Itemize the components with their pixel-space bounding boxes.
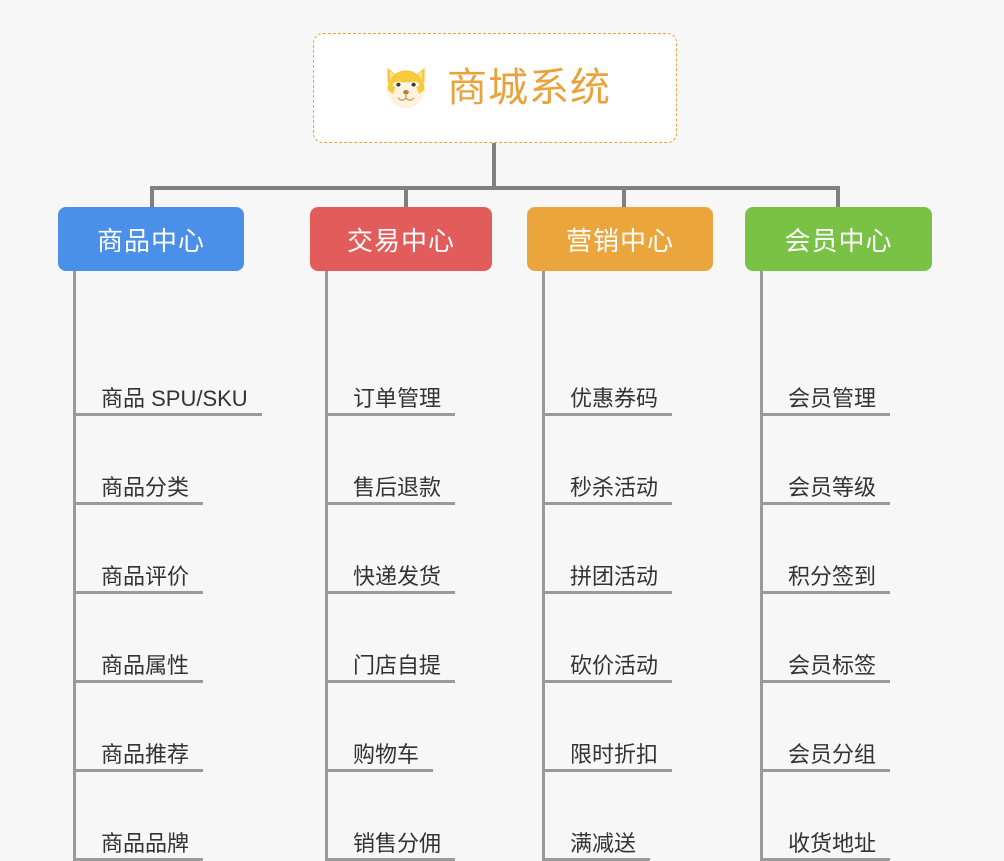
leaf-underline — [73, 413, 262, 416]
category-column-4: 会员中心会员管理会员等级积分签到会员标签会员分组收货地址 — [745, 207, 932, 861]
category-title: 交易中心 — [346, 225, 455, 256]
column-spine-4 — [760, 271, 763, 861]
leaf-label: 会员等级 — [788, 475, 877, 500]
bus-drop-3 — [622, 186, 626, 210]
category-box-3[interactable]: 营销中心 — [527, 207, 713, 271]
leaf-underline — [73, 502, 203, 505]
root-node[interactable]: 商城系统 — [313, 33, 677, 143]
category-title: 营销中心 — [565, 225, 674, 256]
leaf-underline — [542, 591, 672, 594]
leaf-label: 售后退款 — [353, 475, 442, 500]
category-column-1: 商品中心商品 SPU/SKU 商品分类商品评价商品属性商品推荐商品品牌 — [58, 207, 262, 861]
leaf-underline — [73, 769, 203, 772]
leaf-label: 商品评价 — [101, 564, 190, 589]
leaf-label: 满减送 — [570, 831, 637, 856]
leaf-label: 积分签到 — [788, 564, 877, 589]
category-box-2[interactable]: 交易中心 — [310, 207, 492, 271]
leaf-underline — [325, 769, 433, 772]
leaf-label: 购物车 — [353, 742, 420, 767]
column-spine-2 — [325, 271, 328, 861]
leaf-underline — [542, 769, 672, 772]
bus-drop-2 — [404, 186, 408, 210]
category-box-1[interactable]: 商品中心 — [58, 207, 244, 271]
category-title: 会员中心 — [784, 225, 893, 256]
leaf-label: 优惠券码 — [570, 386, 659, 411]
leaf-label: 砍价活动 — [570, 653, 659, 678]
category-column-2: 交易中心订单管理售后退款快递发货门店自提购物车销售分佣 — [310, 207, 492, 861]
leaf-label: 商品 SPU/SKU — [101, 386, 248, 411]
mindmap-canvas: 商城系统 商品中心商品 SPU/SKU 商品分类商品评价商品属性商品推荐商品品牌 交… — [58, 33, 932, 861]
leaf-label: 商品品牌 — [101, 831, 190, 856]
leaf-label: 商品推荐 — [101, 742, 190, 767]
leaf-label: 快递发货 — [353, 564, 442, 589]
leaf-label: 限时折扣 — [570, 742, 659, 767]
shiba-dog-face-icon — [387, 67, 425, 109]
leaf-underline — [325, 680, 455, 683]
column-spine-3 — [542, 271, 545, 861]
category-column-3: 营销中心优惠券码秒杀活动拼团活动砍价活动限时折扣满减送 — [527, 207, 713, 861]
bus-drop-4 — [836, 186, 840, 210]
leaf-underline — [760, 680, 890, 683]
leaf-label: 商品分类 — [101, 475, 190, 500]
leaf-underline — [73, 680, 203, 683]
leaf-label: 订单管理 — [353, 386, 442, 411]
leaf-underline — [760, 502, 890, 505]
leaf-label: 收货地址 — [788, 831, 877, 856]
leaf-underline — [325, 413, 455, 416]
leaf-underline — [542, 680, 672, 683]
leaf-label: 会员标签 — [788, 653, 877, 678]
horizontal-bus-connector — [150, 186, 840, 190]
leaf-label: 拼团活动 — [570, 564, 659, 589]
leaf-label: 会员分组 — [788, 742, 877, 767]
leaf-underline — [760, 413, 890, 416]
leaf-label: 商品属性 — [101, 653, 190, 678]
leaf-underline — [542, 413, 672, 416]
leaf-underline — [325, 591, 455, 594]
leaf-underline — [760, 591, 890, 594]
category-box-4[interactable]: 会员中心 — [745, 207, 932, 271]
root-stem-connector — [492, 143, 496, 189]
leaf-label: 销售分佣 — [353, 831, 442, 856]
leaf-label: 会员管理 — [788, 386, 877, 411]
leaf-label: 秒杀活动 — [570, 475, 659, 500]
category-title: 商品中心 — [96, 225, 205, 256]
leaf-underline — [760, 769, 890, 772]
column-spine-1 — [73, 271, 76, 861]
root-title: 商城系统 — [447, 66, 611, 110]
leaf-underline — [542, 502, 672, 505]
leaf-underline — [325, 502, 455, 505]
leaf-label: 门店自提 — [353, 653, 442, 678]
bus-drop-1 — [150, 186, 154, 210]
leaf-underline — [73, 591, 203, 594]
